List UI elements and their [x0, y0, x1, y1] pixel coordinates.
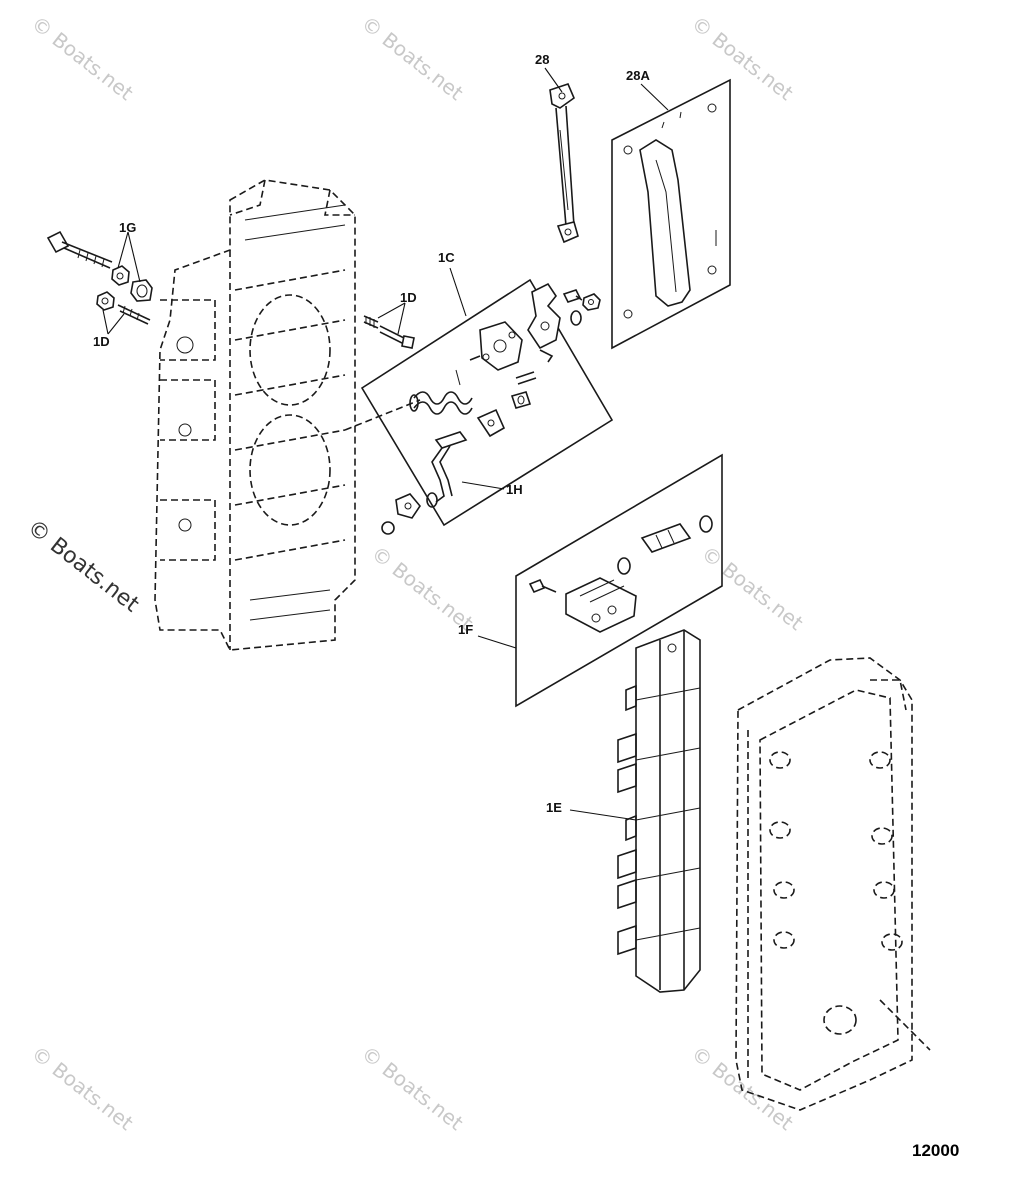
- screw-1c: [562, 289, 583, 303]
- stud-1d-left: [117, 304, 151, 325]
- watermark-prominent: © Boats.net: [22, 515, 143, 618]
- kit-1h-parts: [381, 431, 468, 535]
- callout-1d-left: 1D: [93, 334, 110, 349]
- kit-1f-box: [515, 453, 723, 708]
- watermark-text: © Boats.net: [27, 1041, 138, 1135]
- bolt-long-1g: [46, 230, 113, 269]
- valve-spool-1f: [617, 515, 713, 575]
- watermark-text: © Boats.net: [27, 11, 138, 105]
- spring-1c: [409, 369, 473, 415]
- watermark-text: © Boats.net: [687, 11, 798, 105]
- callout-1e: 1E: [546, 800, 562, 815]
- cam-plate-1c: [469, 321, 523, 371]
- watermark-text: © Boats.net: [697, 541, 808, 635]
- nut-1c: [582, 293, 601, 311]
- watermark-layer: © Boats.net © Boats.net © Boats.net © Boats…: [27, 11, 808, 1135]
- housing-right: [735, 657, 931, 1111]
- callout-1f: 1F: [458, 622, 473, 637]
- callout-28: 28: [535, 52, 549, 67]
- spacer-1g: [130, 279, 153, 302]
- figure-number: 12000: [912, 1141, 959, 1160]
- pin-1c: [515, 371, 537, 385]
- nut-1g: [111, 265, 130, 286]
- nut-1d-left: [96, 291, 115, 311]
- watermark-text: © Boats.net: [357, 1041, 468, 1135]
- callout-1h: 1H: [506, 482, 523, 497]
- callout-1c: 1C: [438, 250, 455, 265]
- link-28: [549, 83, 579, 244]
- callout-1g: 1G: [119, 220, 136, 235]
- callout-1d-top: 1D: [400, 290, 417, 305]
- ball-1h: [381, 521, 395, 535]
- cam-follower-1h: [395, 493, 421, 519]
- o-ring-1h: [426, 492, 438, 508]
- watermark-text: © Boats.net: [687, 1041, 798, 1135]
- solenoid-1f: [565, 577, 637, 633]
- panel-28a: [611, 78, 731, 350]
- valve-body-left: [154, 179, 356, 651]
- screw-1f: [528, 578, 557, 594]
- washer-1c: [570, 310, 582, 326]
- assembly-line-1: [344, 399, 421, 431]
- bracket-1c: [476, 408, 506, 438]
- shift-lever-1c: [527, 282, 561, 363]
- watermark-text: © Boats.net: [357, 11, 468, 105]
- screw-1d-top: [363, 315, 415, 349]
- leader-lines: [102, 67, 669, 821]
- callout-28a: 28A: [626, 68, 650, 83]
- bushing-1c: [510, 391, 532, 409]
- valve-body-1e: [617, 629, 701, 993]
- kit-1c-box: [360, 278, 614, 527]
- link-rod-1h: [431, 431, 468, 503]
